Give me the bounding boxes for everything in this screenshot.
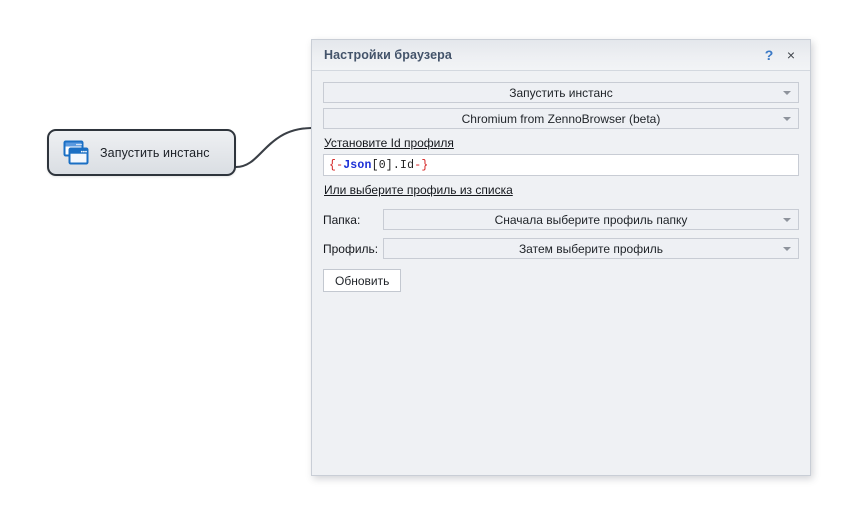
- or-select-from-list-label: Или выберите профиль из списка: [324, 183, 513, 197]
- browser-settings-dialog: Настройки браузера ? × Запустить инстанс…: [311, 39, 811, 476]
- macro-index: [0]: [371, 158, 393, 172]
- profile-id-input[interactable]: {-Json[0].Id-}: [323, 154, 799, 176]
- profile-label: Профиль:: [323, 241, 379, 256]
- folder-combo[interactable]: Сначала выберите профиль папку: [383, 209, 799, 230]
- chevron-down-icon[interactable]: [783, 116, 791, 121]
- chevron-down-icon[interactable]: [783, 217, 791, 222]
- folder-label: Папка:: [323, 212, 361, 227]
- dialog-titlebar[interactable]: Настройки браузера ? ×: [312, 40, 810, 71]
- dialog-title: Настройки браузера: [324, 48, 452, 62]
- dialog-body: Запустить инстанс Chromium from ZennoBro…: [312, 71, 810, 292]
- profile-combo-value: Затем выберите профиль: [518, 241, 664, 256]
- chevron-down-icon[interactable]: [783, 246, 791, 251]
- action-combo[interactable]: Запустить инстанс: [323, 82, 799, 103]
- profile-row: Профиль: Затем выберите профиль: [323, 238, 799, 259]
- workflow-node-launch-instance[interactable]: Запустить инстанс: [47, 129, 236, 176]
- browser-combo[interactable]: Chromium from ZennoBrowser (beta): [323, 108, 799, 129]
- profile-combo[interactable]: Затем выберите профиль: [383, 238, 799, 259]
- chevron-down-icon[interactable]: [783, 90, 791, 95]
- action-combo-value: Запустить инстанс: [509, 85, 613, 100]
- macro-prop: .Id: [392, 158, 415, 172]
- browser-combo-value: Chromium from ZennoBrowser (beta): [461, 111, 661, 126]
- two-browser-windows-icon: [60, 139, 90, 167]
- profile-id-label: Установите Id профиля: [324, 136, 454, 150]
- macro-open: {-: [329, 158, 344, 172]
- folder-combo-value: Сначала выберите профиль папку: [494, 212, 688, 227]
- refresh-button[interactable]: Обновить: [323, 269, 402, 292]
- folder-row: Папка: Сначала выберите профиль папку: [323, 209, 799, 230]
- macro-close: -}: [414, 158, 429, 172]
- workflow-node-label: Запустить инстанс: [100, 145, 210, 160]
- help-icon[interactable]: ?: [764, 47, 774, 63]
- macro-name: Json: [343, 158, 372, 172]
- close-icon[interactable]: ×: [786, 47, 796, 63]
